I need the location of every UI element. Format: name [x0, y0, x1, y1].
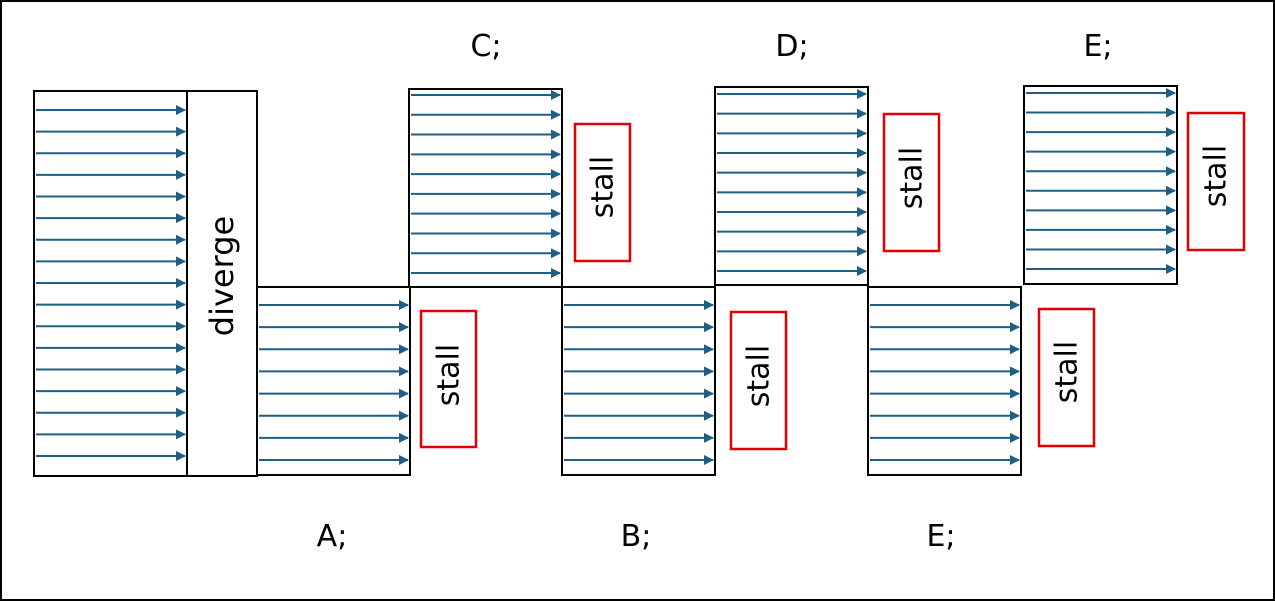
block-e-top-box — [1023, 85, 1178, 285]
stall-box — [729, 310, 788, 451]
label-e-top: E; — [1083, 29, 1112, 64]
block-a-box — [256, 286, 411, 476]
label-d: D; — [775, 29, 808, 64]
stall-label: stall — [586, 156, 621, 218]
block-e-bottom-box — [867, 286, 1022, 476]
block-c-box — [408, 88, 563, 288]
block-b-box — [561, 286, 716, 476]
stall-label: stall — [895, 147, 930, 209]
block-d-box — [714, 86, 869, 286]
stall-label: stall — [432, 344, 467, 406]
stall-box — [882, 112, 941, 253]
stall-box — [419, 309, 478, 449]
stall-top-2: stall — [882, 112, 941, 253]
stall-box — [573, 122, 632, 263]
stall-bottom-2: stall — [729, 310, 788, 451]
label-a: A; — [317, 519, 348, 554]
thread-arrows — [717, 89, 867, 276]
stall-box — [1037, 307, 1096, 448]
label-b: B; — [621, 519, 652, 554]
stall-top-3: stall — [1186, 111, 1246, 252]
thread-arrows — [36, 105, 186, 461]
stall-label: stall — [1199, 145, 1234, 207]
block-c — [408, 88, 563, 288]
label-c: C; — [470, 29, 501, 64]
label-e-bottom: E; — [926, 519, 955, 554]
full-warp-block — [33, 90, 188, 477]
stall-bottom-3: stall — [1037, 307, 1096, 448]
stall-bottom-1: stall — [419, 309, 478, 449]
stall-box — [1186, 111, 1246, 252]
thread-arrows — [259, 300, 409, 465]
diverge-box — [186, 90, 258, 477]
thread-arrows — [1026, 88, 1176, 274]
stall-label: stall — [1050, 341, 1085, 403]
block-e-top — [1023, 85, 1178, 285]
stall-top-1: stall — [573, 122, 632, 263]
thread-arrows — [564, 300, 714, 465]
block-d — [714, 86, 869, 286]
block-e-bottom — [867, 286, 1022, 476]
diverge-label: diverge — [203, 216, 241, 336]
stall-label: stall — [742, 345, 777, 407]
thread-arrows — [870, 300, 1020, 465]
block-b — [561, 286, 716, 476]
thread-arrows — [411, 90, 561, 278]
block-a — [256, 286, 411, 476]
diverge-block: diverge — [186, 90, 258, 477]
